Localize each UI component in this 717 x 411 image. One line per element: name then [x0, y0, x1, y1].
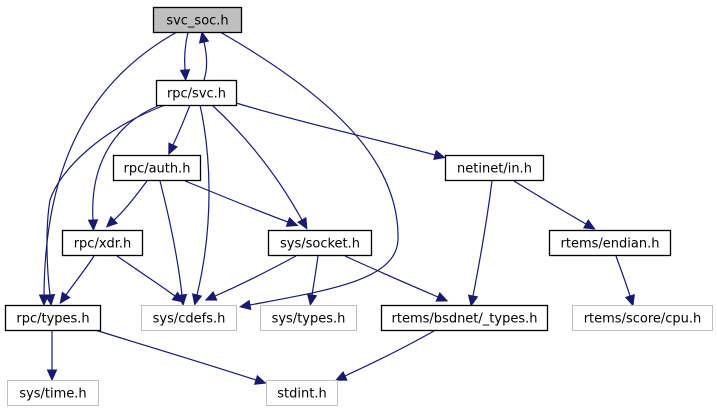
node-label: sys/time.h: [19, 387, 86, 402]
edge-rpc-svc-to-rpc-auth: [172, 104, 191, 146]
edge-svc-soc-to-sys-cdefs: [219, 31, 399, 306]
node-box: [7, 380, 99, 406]
node-label: netinet/in.h: [457, 162, 532, 177]
node-netinet-in[interactable]: netinet/in.h: [444, 154, 545, 182]
node-label: stdint.h: [277, 387, 326, 402]
edge-rpc-auth-to-rpc-xdr-arrowhead: [105, 215, 118, 228]
node-rtems-score-cpu: rtems/score/cpu.h: [572, 305, 713, 331]
node-box: [267, 229, 373, 257]
nodes-layer: svc_soc.h rpc/svc.h netinet/in.h rpc/auth.h…: [4, 6, 713, 406]
edge-rpc-svc-to-rpc-auth-arrowhead: [168, 142, 178, 156]
node-sys-cdefs: sys/cdefs.h: [141, 305, 237, 331]
edges-layer: [38, 31, 635, 385]
edge-sys-socket-to-sys-cdefs: [214, 255, 297, 297]
edge-netinet-in-to-rtems-bsdnet-types-arrowhead: [467, 294, 479, 308]
edge-svc-soc-to-rpc-svc-arrowhead: [179, 69, 191, 82]
node-rtems-endian[interactable]: rtems/endian.h: [548, 229, 672, 257]
edge-rpc-auth-to-rpc-xdr: [113, 180, 148, 221]
node-box: [266, 380, 338, 406]
node-sys-types: sys/types.h: [260, 305, 357, 331]
node-rtems-bsdnet-types[interactable]: rtems/bsdnet/_types.h: [380, 304, 549, 332]
edge-rpc-svc-to-rpc-xdr: [92, 104, 161, 221]
edge-rpc-svc-to-svc-soc: [203, 41, 208, 81]
edge-rpc-svc-to-netinet-in-arrowhead: [433, 149, 446, 160]
node-stdint: stdint.h: [266, 380, 338, 406]
edge-rpc-svc-to-svc-soc-arrowhead: [198, 31, 210, 44]
edge-rpc-svc-to-rpc-types: [46, 104, 166, 296]
edge-rpc-auth-to-sys-socket-arrowhead: [285, 216, 299, 227]
edge-rpc-svc-to-rpc-xdr-arrowhead: [87, 219, 99, 232]
node-rpc-types[interactable]: rpc/types.h: [4, 304, 102, 332]
node-label: svc_soc.h: [166, 14, 228, 29]
edge-svc-soc-to-sys-cdefs-arrowhead: [238, 299, 252, 311]
edge-netinet-in-to-rtems-bsdnet-types: [472, 180, 493, 297]
edge-rtems-endian-to-rtems-score-cpu: [615, 255, 631, 297]
node-label: rtems/score/cpu.h: [584, 312, 702, 327]
edge-rpc-svc-to-rpc-types-arrowhead: [44, 293, 56, 307]
edge-rtems-bsdnet-types-to-stdint: [344, 330, 435, 377]
node-label: rtems/bsdnet/_types.h: [392, 312, 538, 327]
edge-rpc-types-to-sys-time-arrowhead: [46, 369, 58, 382]
edge-svc-soc-to-rpc-svc: [184, 31, 189, 71]
edge-rpc-xdr-to-rpc-types: [65, 255, 95, 296]
node-box: [260, 305, 357, 331]
node-sys-time: sys/time.h: [7, 380, 99, 406]
node-label: rpc/auth.h: [123, 162, 190, 177]
edge-sys-socket-to-sys-types: [311, 255, 319, 296]
node-label: sys/socket.h: [280, 237, 360, 252]
node-label: rpc/types.h: [16, 312, 89, 327]
node-box: [152, 6, 243, 34]
edge-rpc-auth-to-sys-cdefs: [159, 180, 183, 296]
edge-sys-socket-to-sys-types-arrowhead: [306, 293, 318, 307]
edge-rtems-bsdnet-types-to-stdint-arrowhead: [334, 371, 348, 381]
node-svc-soc[interactable]: svc_soc.h: [152, 6, 243, 34]
node-box: [380, 304, 549, 332]
node-box: [155, 79, 238, 107]
edge-rpc-xdr-to-rpc-types-arrowhead: [59, 291, 71, 305]
edge-rpc-svc-to-sys-socket: [211, 104, 303, 221]
node-box: [548, 229, 672, 257]
node-rpc-auth[interactable]: rpc/auth.h: [112, 154, 202, 182]
node-label: sys/cdefs.h: [153, 312, 226, 327]
edge-rtems-endian-to-rtems-score-cpu-arrowhead: [624, 293, 635, 307]
node-rpc-xdr[interactable]: rpc/xdr.h: [61, 229, 144, 257]
node-box: [61, 229, 144, 257]
edge-rpc-xdr-to-sys-cdefs-arrowhead: [171, 291, 185, 303]
node-box: [141, 305, 237, 331]
node-box: [444, 154, 545, 182]
node-box: [4, 304, 102, 332]
edge-rpc-svc-to-sys-cdefs: [196, 104, 210, 296]
node-box: [572, 305, 713, 331]
node-label: sys/types.h: [272, 312, 346, 327]
node-label: rpc/svc.h: [167, 87, 226, 102]
node-sys-socket[interactable]: sys/socket.h: [267, 229, 373, 257]
edge-rpc-svc-to-sys-socket-arrowhead: [297, 217, 308, 230]
edge-sys-socket-to-sys-cdefs-arrowhead: [204, 290, 218, 301]
edge-rpc-types-to-stdint: [94, 329, 257, 381]
edge-rpc-types-to-stdint-arrowhead: [253, 374, 267, 385]
edge-rpc-svc-to-netinet-in: [235, 102, 436, 156]
node-rpc-svc[interactable]: rpc/svc.h: [155, 79, 238, 107]
edge-sys-socket-to-rtems-bsdnet-types: [344, 255, 439, 298]
edge-rpc-auth-to-sys-socket: [184, 180, 289, 223]
edge-rpc-svc-to-sys-cdefs-arrowhead: [191, 293, 203, 306]
node-label: rpc/xdr.h: [74, 237, 132, 252]
edge-sys-socket-to-rtems-bsdnet-types-arrowhead: [435, 291, 449, 302]
edge-rpc-xdr-to-sys-cdefs: [116, 255, 176, 297]
node-box: [112, 154, 202, 182]
edge-netinet-in-to-rtems-endian-arrowhead: [582, 219, 596, 230]
node-label: rtems/endian.h: [561, 237, 660, 252]
edge-netinet-in-to-rtems-endian: [513, 180, 587, 225]
